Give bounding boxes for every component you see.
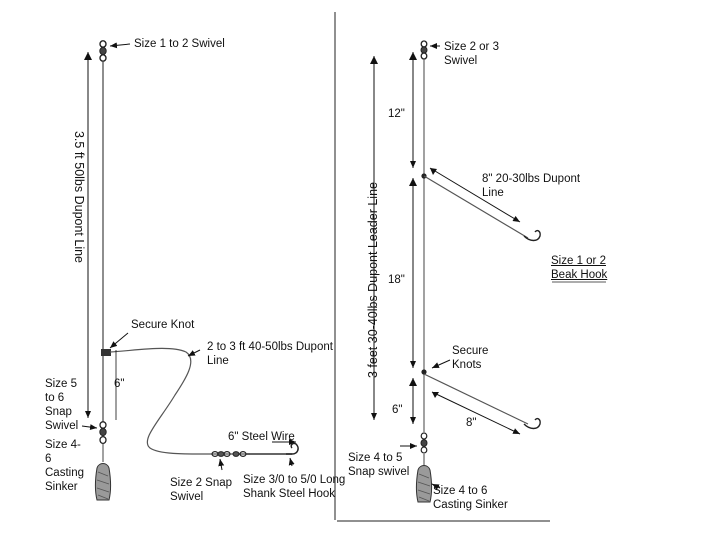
right-rig [370, 40, 606, 503]
right-eight-inch-label: 8" [466, 417, 477, 429]
left-snap-swivel-label: Size 5 to 6 Snap Swivel [45, 378, 79, 432]
right-lower-dropper [423, 373, 529, 425]
left-rig [81, 40, 299, 501]
left-branch-line [109, 347, 250, 455]
left-hook-label: Size 3/0 to 5/0 Long Shank Steel Hook [243, 474, 346, 500]
left-line-length-label: 3.5 ft 50lbs Dupont Line [72, 130, 86, 264]
right-leader-length-label: 3 feet 30-40lbs Dupont Leader Line [366, 182, 380, 378]
left-long-shank-hook-icon [286, 442, 299, 455]
left-six-inch-label: 6" [114, 378, 125, 390]
left-secure-knot-icon [101, 349, 111, 356]
left-snap-swivel2-label: Size 2 Snap Swivel [170, 477, 233, 503]
right-snap-swivel-label: Size 4 to 5 Snap swivel [348, 452, 410, 478]
left-secure-knot-label: Secure Knot [131, 319, 195, 331]
left-top-swivel-icon [99, 40, 107, 62]
right-sinker-label: Size 4 to 6 Casting Sinker [433, 485, 508, 511]
left-snap-swivel-icon [99, 421, 107, 445]
right-lower-knot-icon [421, 369, 427, 375]
right-eighteen-inch-label: 18" [388, 274, 405, 286]
left-sinker-label: Size 4- 6 Casting Sinker [45, 439, 84, 493]
right-beak-hook-lower-icon [523, 417, 541, 430]
right-upper-dropper [423, 175, 529, 239]
right-twelve-inch-label: 12" [388, 108, 405, 120]
left-steel-wire-label: 6" Steel Wire [228, 431, 295, 443]
right-snap-swivel-icon [420, 432, 428, 454]
right-swivel-label: Size 2 or 3 Swivel [444, 41, 499, 67]
left-casting-sinker-icon [95, 444, 111, 501]
left-swivel-label: Size 1 to 2 Swivel [134, 38, 225, 50]
right-secure-knots-label: Secure Knots [452, 345, 489, 371]
right-casting-sinker-icon [416, 454, 432, 503]
left-branch-line-label: 2 to 3 ft 40-50lbs Dupont Line [207, 341, 333, 367]
right-beak-hook-label: Size 1 or 2 Beak Hook [551, 255, 608, 281]
right-dropper-line-label: 8" 20-30lbs Dupont Line [482, 173, 581, 199]
right-six-inch-label: 6" [392, 404, 403, 416]
right-beak-hook-upper-icon [523, 229, 541, 242]
left-snap-swivel2-icon [211, 451, 247, 458]
right-top-swivel-icon [420, 40, 428, 60]
